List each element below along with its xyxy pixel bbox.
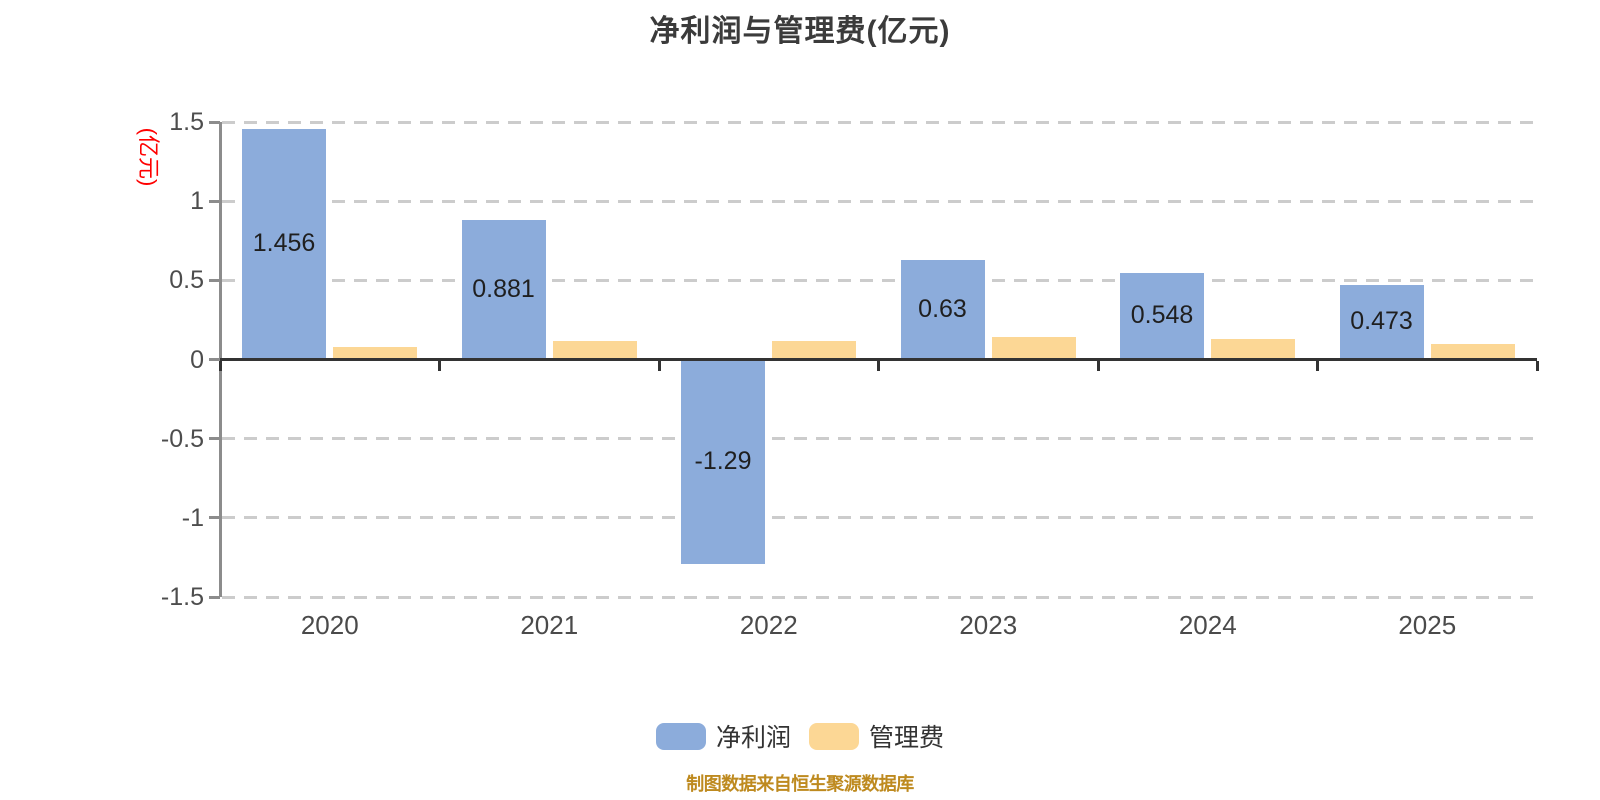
y-axis-tick xyxy=(209,516,220,520)
y-axis-tick xyxy=(209,278,220,282)
gridline-1.5 xyxy=(222,120,1537,124)
x-axis-tick xyxy=(877,361,880,371)
legend-item-net-profit[interactable]: 净利润 xyxy=(655,718,791,754)
bar-net-profit-2022[interactable] xyxy=(681,359,765,564)
chart-title: 净利润与管理费(亿元) xyxy=(649,15,951,48)
legend-item-mgmt-fee[interactable]: 管理费 xyxy=(809,718,944,754)
y-axis-tick-label: -1.5 xyxy=(160,583,204,611)
gridline-1 xyxy=(222,199,1537,203)
gridline--1 xyxy=(222,516,1537,520)
bar-net-profit-2023[interactable] xyxy=(900,259,985,360)
bar-mgmt-fee-2022[interactable] xyxy=(772,340,856,360)
bar-mgmt-fee-2025[interactable] xyxy=(1430,344,1515,360)
bar-mgmt-fee-2024[interactable] xyxy=(1211,339,1295,360)
bar-mgmt-fee-2023[interactable] xyxy=(991,337,1076,360)
y-axis-tick-label: 1.5 xyxy=(169,108,204,136)
bar-mgmt-fee-2021[interactable] xyxy=(552,341,637,360)
x-axis-label-2023: 2023 xyxy=(959,610,1018,640)
x-axis-label-2022: 2022 xyxy=(739,610,798,640)
y-axis-tick xyxy=(209,595,220,599)
x-axis-label-2020: 2020 xyxy=(300,610,359,640)
y-axis-tick xyxy=(209,199,220,203)
legend-label: 管理费 xyxy=(869,724,945,752)
bar-value-label: 0.63 xyxy=(918,294,967,323)
bar-net-profit-2020[interactable] xyxy=(242,128,326,360)
bar-value-label: 0.548 xyxy=(1130,301,1194,330)
gridline--1.5 xyxy=(222,595,1537,599)
x-axis-tick xyxy=(218,361,222,371)
bar-net-profit-2025[interactable] xyxy=(1339,284,1424,360)
x-axis-tick xyxy=(1096,361,1100,371)
x-axis-label-2021: 2021 xyxy=(520,610,579,640)
x-axis-tick xyxy=(657,361,661,371)
x-axis-tick xyxy=(438,361,441,371)
gridline-0.5 xyxy=(222,278,1537,282)
bar-mgmt-fee-2020[interactable] xyxy=(333,347,417,360)
y-axis-tick-label: -1 xyxy=(181,503,204,532)
bar-value-label: 0.473 xyxy=(1350,307,1413,336)
y-axis-tick-label: -0.5 xyxy=(160,424,204,453)
y-axis-tick xyxy=(209,437,220,441)
gridline--0.5 xyxy=(222,437,1537,441)
data-source-note: 制图数据来自恒生聚源数据库 xyxy=(686,774,914,794)
bar-net-profit-2024[interactable] xyxy=(1120,272,1204,360)
y-axis-tick-label: 0.5 xyxy=(169,266,204,295)
legend: 净利润 管理费 xyxy=(0,718,1600,754)
bar-net-profit-2021[interactable] xyxy=(461,220,546,360)
bar-value-label: 1.456 xyxy=(252,229,316,258)
x-axis-tick xyxy=(1316,361,1319,371)
y-axis-tick-label: 1 xyxy=(190,187,204,216)
bar-value-label: -1.29 xyxy=(694,446,752,475)
y-axis-tick-label: 0 xyxy=(190,345,204,374)
bar-value-label: 0.881 xyxy=(472,274,535,303)
net-profit-swatch-icon xyxy=(655,722,706,750)
x-axis-line xyxy=(220,358,1537,361)
x-axis-label-2024: 2024 xyxy=(1178,610,1237,640)
y-axis-tick xyxy=(209,358,220,361)
y-axis-tick xyxy=(209,120,220,124)
x-axis-label-2025: 2025 xyxy=(1398,610,1457,640)
x-axis-tick xyxy=(1535,361,1539,371)
legend-label: 净利润 xyxy=(715,724,791,752)
mgmt-fee-swatch-icon xyxy=(809,722,859,750)
